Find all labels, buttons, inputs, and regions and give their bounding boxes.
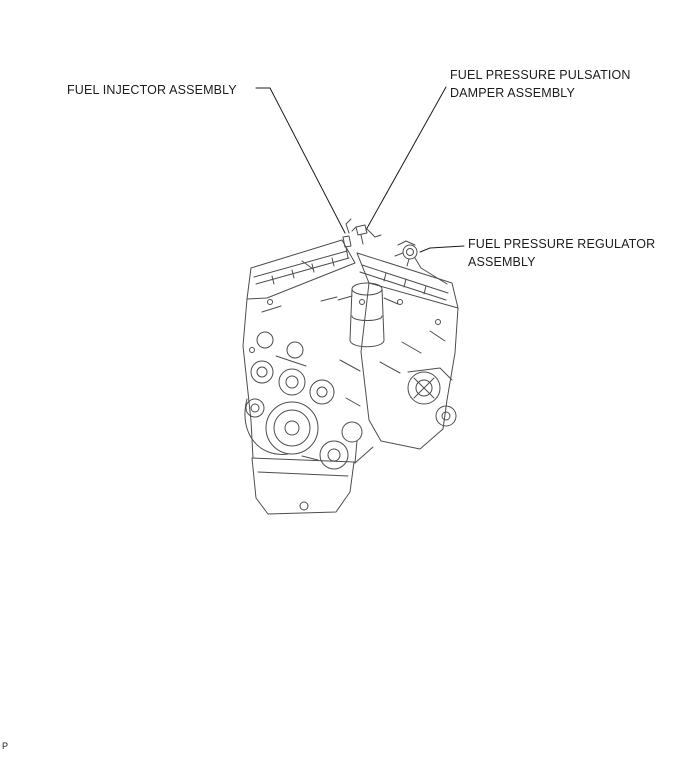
label-line: FUEL INJECTOR ASSEMBLY xyxy=(67,83,237,97)
label-line: ASSEMBLY xyxy=(468,255,536,269)
page-footer-mark: P xyxy=(2,741,9,751)
leader-lines xyxy=(255,86,465,253)
label-line: FUEL PRESSURE REGULATOR xyxy=(468,237,656,251)
leader-line-pressure-regulator xyxy=(419,245,465,253)
leader-line-pulsation-damper xyxy=(365,86,447,231)
label-line: DAMPER ASSEMBLY xyxy=(450,86,575,100)
label-line: FUEL PRESSURE PULSATION xyxy=(450,68,631,82)
label-fuel-injector-assembly: FUEL INJECTOR ASSEMBLY xyxy=(67,81,237,99)
label-fuel-pressure-pulsation-damper-assembly: FUEL PRESSURE PULSATION DAMPER ASSEMBLY xyxy=(450,66,631,102)
leader-line-fuel-injector xyxy=(255,87,346,234)
engine-illustration xyxy=(242,218,459,515)
label-fuel-pressure-regulator-assembly: FUEL PRESSURE REGULATOR ASSEMBLY xyxy=(468,235,655,271)
